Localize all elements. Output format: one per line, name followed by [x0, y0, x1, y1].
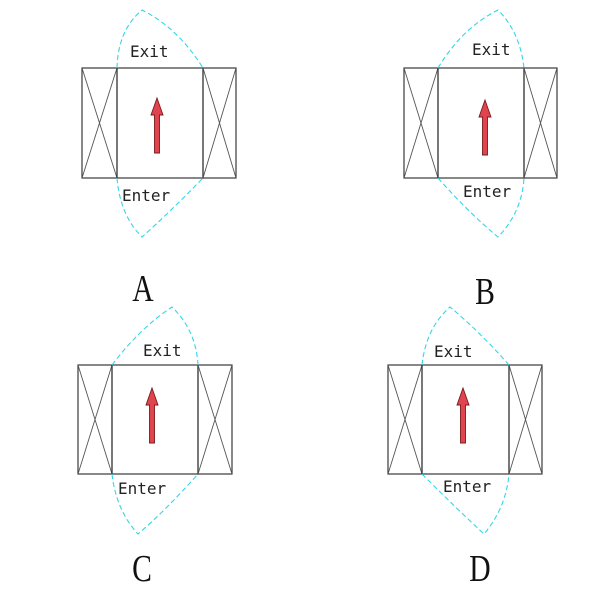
exit-label: Exit — [434, 342, 473, 361]
panel-c: Exit Enter C — [0, 298, 300, 596]
turnstile-diagram-b: Exit Enter — [403, 9, 558, 238]
panel-d: Exit Enter D — [300, 298, 600, 596]
passage-box — [111, 364, 199, 475]
enter-door-swing — [437, 177, 525, 238]
exit-door-swing — [437, 9, 525, 69]
passage-box — [437, 67, 525, 179]
right-barrier — [508, 364, 543, 475]
exit-door-swing — [116, 9, 204, 69]
direction-arrow-icon — [456, 386, 470, 444]
turnstile-diagram-d: Exit Enter — [387, 306, 543, 535]
enter-label: Enter — [463, 182, 512, 201]
left-barrier-cross — [77, 364, 113, 475]
option-letter-b: B — [475, 271, 495, 313]
passage-box — [116, 67, 204, 179]
enter-door-swing — [111, 473, 199, 535]
left-barrier-cross — [387, 364, 423, 475]
option-letter-c: C — [132, 548, 152, 590]
enter-label: Enter — [118, 479, 167, 498]
option-letter-d: D — [469, 548, 491, 590]
enter-label: Enter — [443, 477, 492, 496]
right-barrier-cross — [202, 67, 237, 179]
exit-door-swing — [421, 306, 510, 366]
right-barrier-cross — [523, 67, 558, 179]
enter-door-swing — [116, 177, 204, 238]
direction-arrow-icon — [145, 386, 159, 444]
exit-label: Exit — [130, 42, 169, 61]
option-letter-a: A — [132, 268, 154, 310]
direction-arrow-icon — [478, 98, 492, 156]
panel-b: Exit Enter B — [300, 0, 600, 311]
right-barrier-cross — [197, 364, 233, 475]
turnstile-diagram-a: Exit Enter — [81, 9, 237, 238]
left-barrier-cross — [81, 67, 118, 179]
left-barrier-cross — [403, 67, 439, 179]
direction-arrow-icon — [150, 96, 164, 154]
right-barrier — [197, 364, 233, 475]
right-barrier-cross — [508, 364, 543, 475]
enter-label: Enter — [122, 186, 171, 205]
right-barrier — [202, 67, 237, 179]
right-barrier — [523, 67, 558, 179]
turnstile-diagram-c: Exit Enter — [77, 306, 233, 535]
exit-door-swing — [111, 306, 199, 366]
exit-label: Exit — [143, 341, 182, 360]
exit-label: Exit — [472, 40, 511, 59]
panel-a: Exit Enter A — [0, 0, 300, 308]
enter-door-swing — [421, 473, 510, 535]
